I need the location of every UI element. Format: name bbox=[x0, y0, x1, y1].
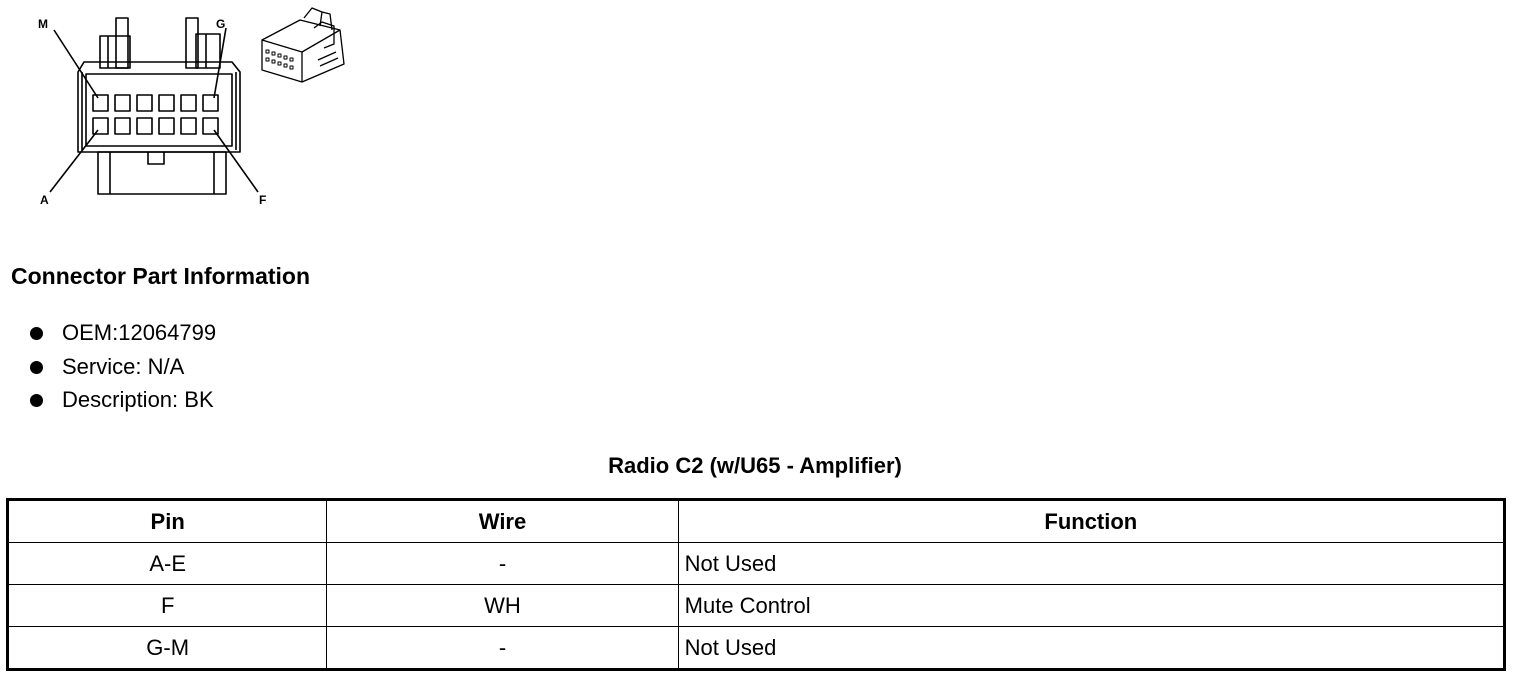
cell-pin: A-E bbox=[6, 542, 328, 585]
connector-housing bbox=[77, 61, 241, 153]
table-header-row: Pin Wire Function bbox=[6, 499, 1506, 543]
cell-function: Not Used bbox=[677, 542, 1506, 585]
cell-wire: WH bbox=[326, 584, 679, 627]
info-item-service: Service: N/A bbox=[0, 350, 216, 384]
bullet-icon bbox=[30, 394, 43, 407]
header-function: Function bbox=[677, 499, 1506, 543]
header-pin: Pin bbox=[6, 499, 328, 543]
bullet-icon bbox=[30, 327, 43, 340]
info-item-text: OEM:12064799 bbox=[62, 320, 217, 345]
pin-cavities-bottom-row bbox=[92, 117, 219, 135]
info-item-oem: OEM:12064799 bbox=[0, 316, 216, 350]
pin-label-g: G bbox=[216, 17, 225, 31]
connector-iso-view bbox=[261, 7, 345, 83]
table-row: F WH Mute Control bbox=[6, 584, 1506, 627]
connector-lower-extension bbox=[97, 151, 227, 195]
info-item-text: Description: BK bbox=[62, 387, 214, 412]
cell-wire: - bbox=[326, 626, 679, 670]
table-row: A-E - Not Used bbox=[6, 542, 1506, 585]
pin-table: Pin Wire Function A-E - Not Used F WH Mu… bbox=[6, 498, 1506, 671]
pin-label-m: M bbox=[38, 17, 48, 31]
table-row: G-M - Not Used bbox=[6, 626, 1506, 670]
cell-pin: F bbox=[6, 584, 328, 627]
pin-label-f: F bbox=[259, 193, 266, 207]
header-wire: Wire bbox=[326, 499, 679, 543]
cell-wire: - bbox=[326, 542, 679, 585]
info-item-text: Service: N/A bbox=[62, 353, 185, 379]
connector-latch-left bbox=[99, 35, 131, 69]
connector-diagram: M G A F bbox=[38, 7, 345, 207]
pin-label-a: A bbox=[40, 193, 49, 207]
cell-function: Not Used bbox=[677, 626, 1506, 670]
section-heading: Connector Part Information bbox=[11, 263, 311, 289]
connector-latch-right bbox=[185, 17, 199, 69]
cell-pin: G-M bbox=[6, 626, 328, 670]
info-item-description: Description: BK bbox=[0, 383, 216, 417]
table-caption: Radio C2 (w/U65 - Amplifier) bbox=[608, 453, 902, 478]
bullet-icon bbox=[30, 360, 43, 374]
pin-cavities-top-row bbox=[92, 94, 219, 112]
connector-info-list: OEM:12064799 Service: N/A Description: B… bbox=[0, 316, 216, 417]
cell-function: Mute Control bbox=[677, 584, 1506, 627]
